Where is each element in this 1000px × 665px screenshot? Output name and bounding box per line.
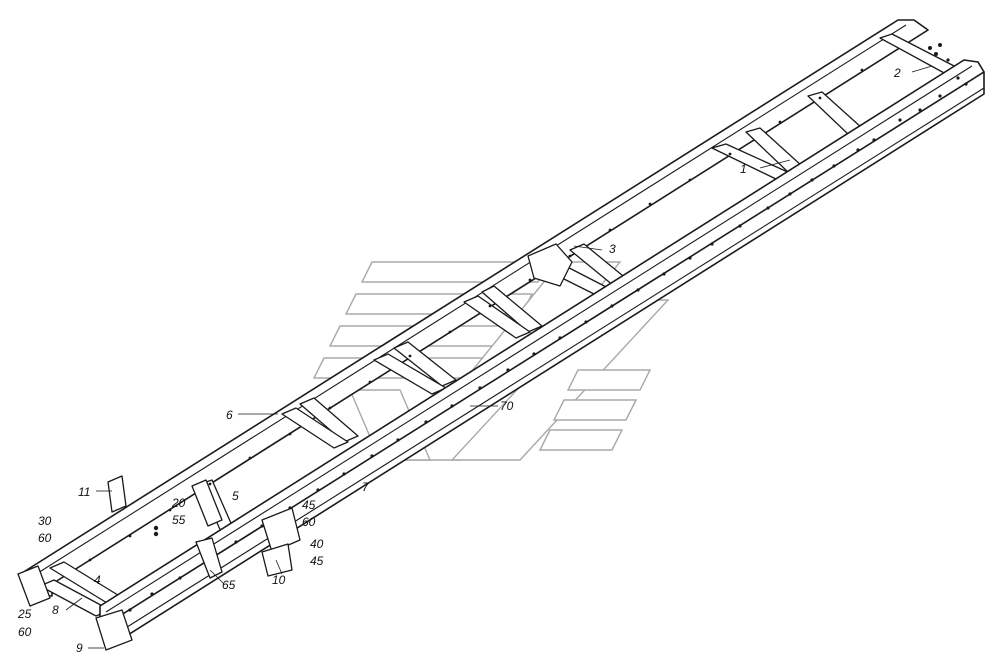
cross-members <box>39 33 959 617</box>
callout-labels: 1 2 3 4 5 6 7 8 9 10 11 20 55 25 60 30 6… <box>17 66 901 655</box>
callout-5: 5 <box>232 489 239 503</box>
callout-65: 65 <box>222 578 236 592</box>
callout-55: 55 <box>172 513 186 527</box>
callout-4: 4 <box>94 573 101 587</box>
callout-60-c: 60 <box>302 515 316 529</box>
callout-8: 8 <box>52 603 59 617</box>
callout-10: 10 <box>272 573 286 587</box>
leader-lines <box>65 65 933 649</box>
callout-60-a: 60 <box>18 625 32 639</box>
callout-9: 9 <box>76 641 83 655</box>
callout-45-b: 45 <box>310 554 324 568</box>
callout-20: 20 <box>171 496 186 510</box>
callout-1: 1 <box>740 162 747 176</box>
frame-brackets <box>17 243 573 651</box>
callout-70: 70 <box>500 399 514 413</box>
near-side-rail <box>99 59 985 641</box>
callout-30: 30 <box>38 514 52 528</box>
callout-11: 11 <box>78 485 90 499</box>
callout-7: 7 <box>362 480 370 494</box>
callout-60-b: 60 <box>38 531 52 545</box>
callout-3: 3 <box>609 242 616 256</box>
callout-2: 2 <box>893 66 901 80</box>
callout-25: 25 <box>17 607 32 621</box>
callout-40: 40 <box>310 537 324 551</box>
callout-45-a: 45 <box>302 498 316 512</box>
rivet-holes <box>88 43 968 612</box>
callout-6: 6 <box>226 408 233 422</box>
